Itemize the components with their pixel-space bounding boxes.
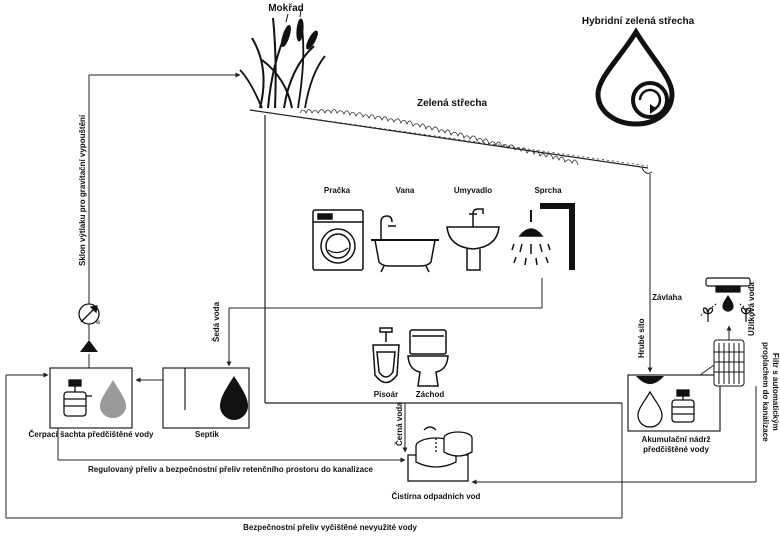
coarse-screen-icon <box>636 376 664 384</box>
pump-shaft-box <box>49 367 133 429</box>
green-roof-vegetation-icon <box>299 109 649 167</box>
svg-text:w: w <box>95 320 101 326</box>
label-black-water: Černá voda <box>395 402 404 446</box>
label-mokrad: Mokřad <box>268 3 304 14</box>
label-toilet: Záchod <box>415 390 445 399</box>
label-grey-water: Šedá voda <box>212 301 221 342</box>
water-drop-recycle-icon <box>595 27 675 127</box>
septic-box <box>162 367 250 429</box>
bathtub-icon <box>371 215 439 273</box>
label-urinal: Pisoár <box>373 390 399 399</box>
flow-lines <box>5 72 757 519</box>
label-pump-shaft: Čerpací šachta předčištěné vody <box>28 430 154 439</box>
urinal-icon <box>372 327 400 384</box>
label-green-roof: Zelená střecha <box>416 98 488 109</box>
water-drop-icon <box>637 390 663 428</box>
gutter-icon <box>641 167 653 174</box>
label-pressure-slope: Sklon výtlaku pro gravitační vypouštění <box>78 114 87 266</box>
water-drop-icon <box>220 376 248 420</box>
reeds-icon <box>239 8 326 109</box>
label-shower: Sprcha <box>534 186 562 195</box>
label-septic: Septik <box>194 430 220 439</box>
label-treatment: Čistírna odpadních vod <box>391 492 481 501</box>
sink-icon <box>446 208 500 271</box>
valve-icon <box>80 340 98 352</box>
pump-icon <box>671 389 695 423</box>
water-drop-icon <box>100 380 126 418</box>
label-coarse-screen: Hrubé síto <box>637 318 646 358</box>
toilet-icon <box>407 329 449 387</box>
label-tank: Akumulační nádrž předčištěné vody <box>641 435 711 454</box>
accumulation-tank-box <box>627 374 721 432</box>
label-service-water: Užitková voda <box>747 282 756 336</box>
washing-machine-icon <box>312 209 364 271</box>
house-outline <box>249 109 649 404</box>
label-washer: Pračka <box>323 186 351 195</box>
label-filter: Filtr s automatickým proplachem do kanal… <box>761 342 780 442</box>
label-sink: Umyvadlo <box>453 186 493 195</box>
label-irrigation: Závlaha <box>652 293 682 302</box>
filter-cartridge-icon <box>713 339 745 387</box>
irrigation-icon <box>699 277 757 322</box>
label-safety-overflow: Bezpečnostní přeliv vyčištěné nevyužité … <box>243 523 417 532</box>
label-regulated-overflow: Regulovaný přeliv a bezpečnostní přeliv … <box>88 465 373 474</box>
treatment-plant-icon <box>407 426 473 482</box>
label-hybrid-roof: Hybridní zelená střecha <box>581 16 695 27</box>
pump-icon <box>63 379 92 417</box>
shower-icon <box>511 203 575 270</box>
label-bath: Vana <box>395 186 415 195</box>
